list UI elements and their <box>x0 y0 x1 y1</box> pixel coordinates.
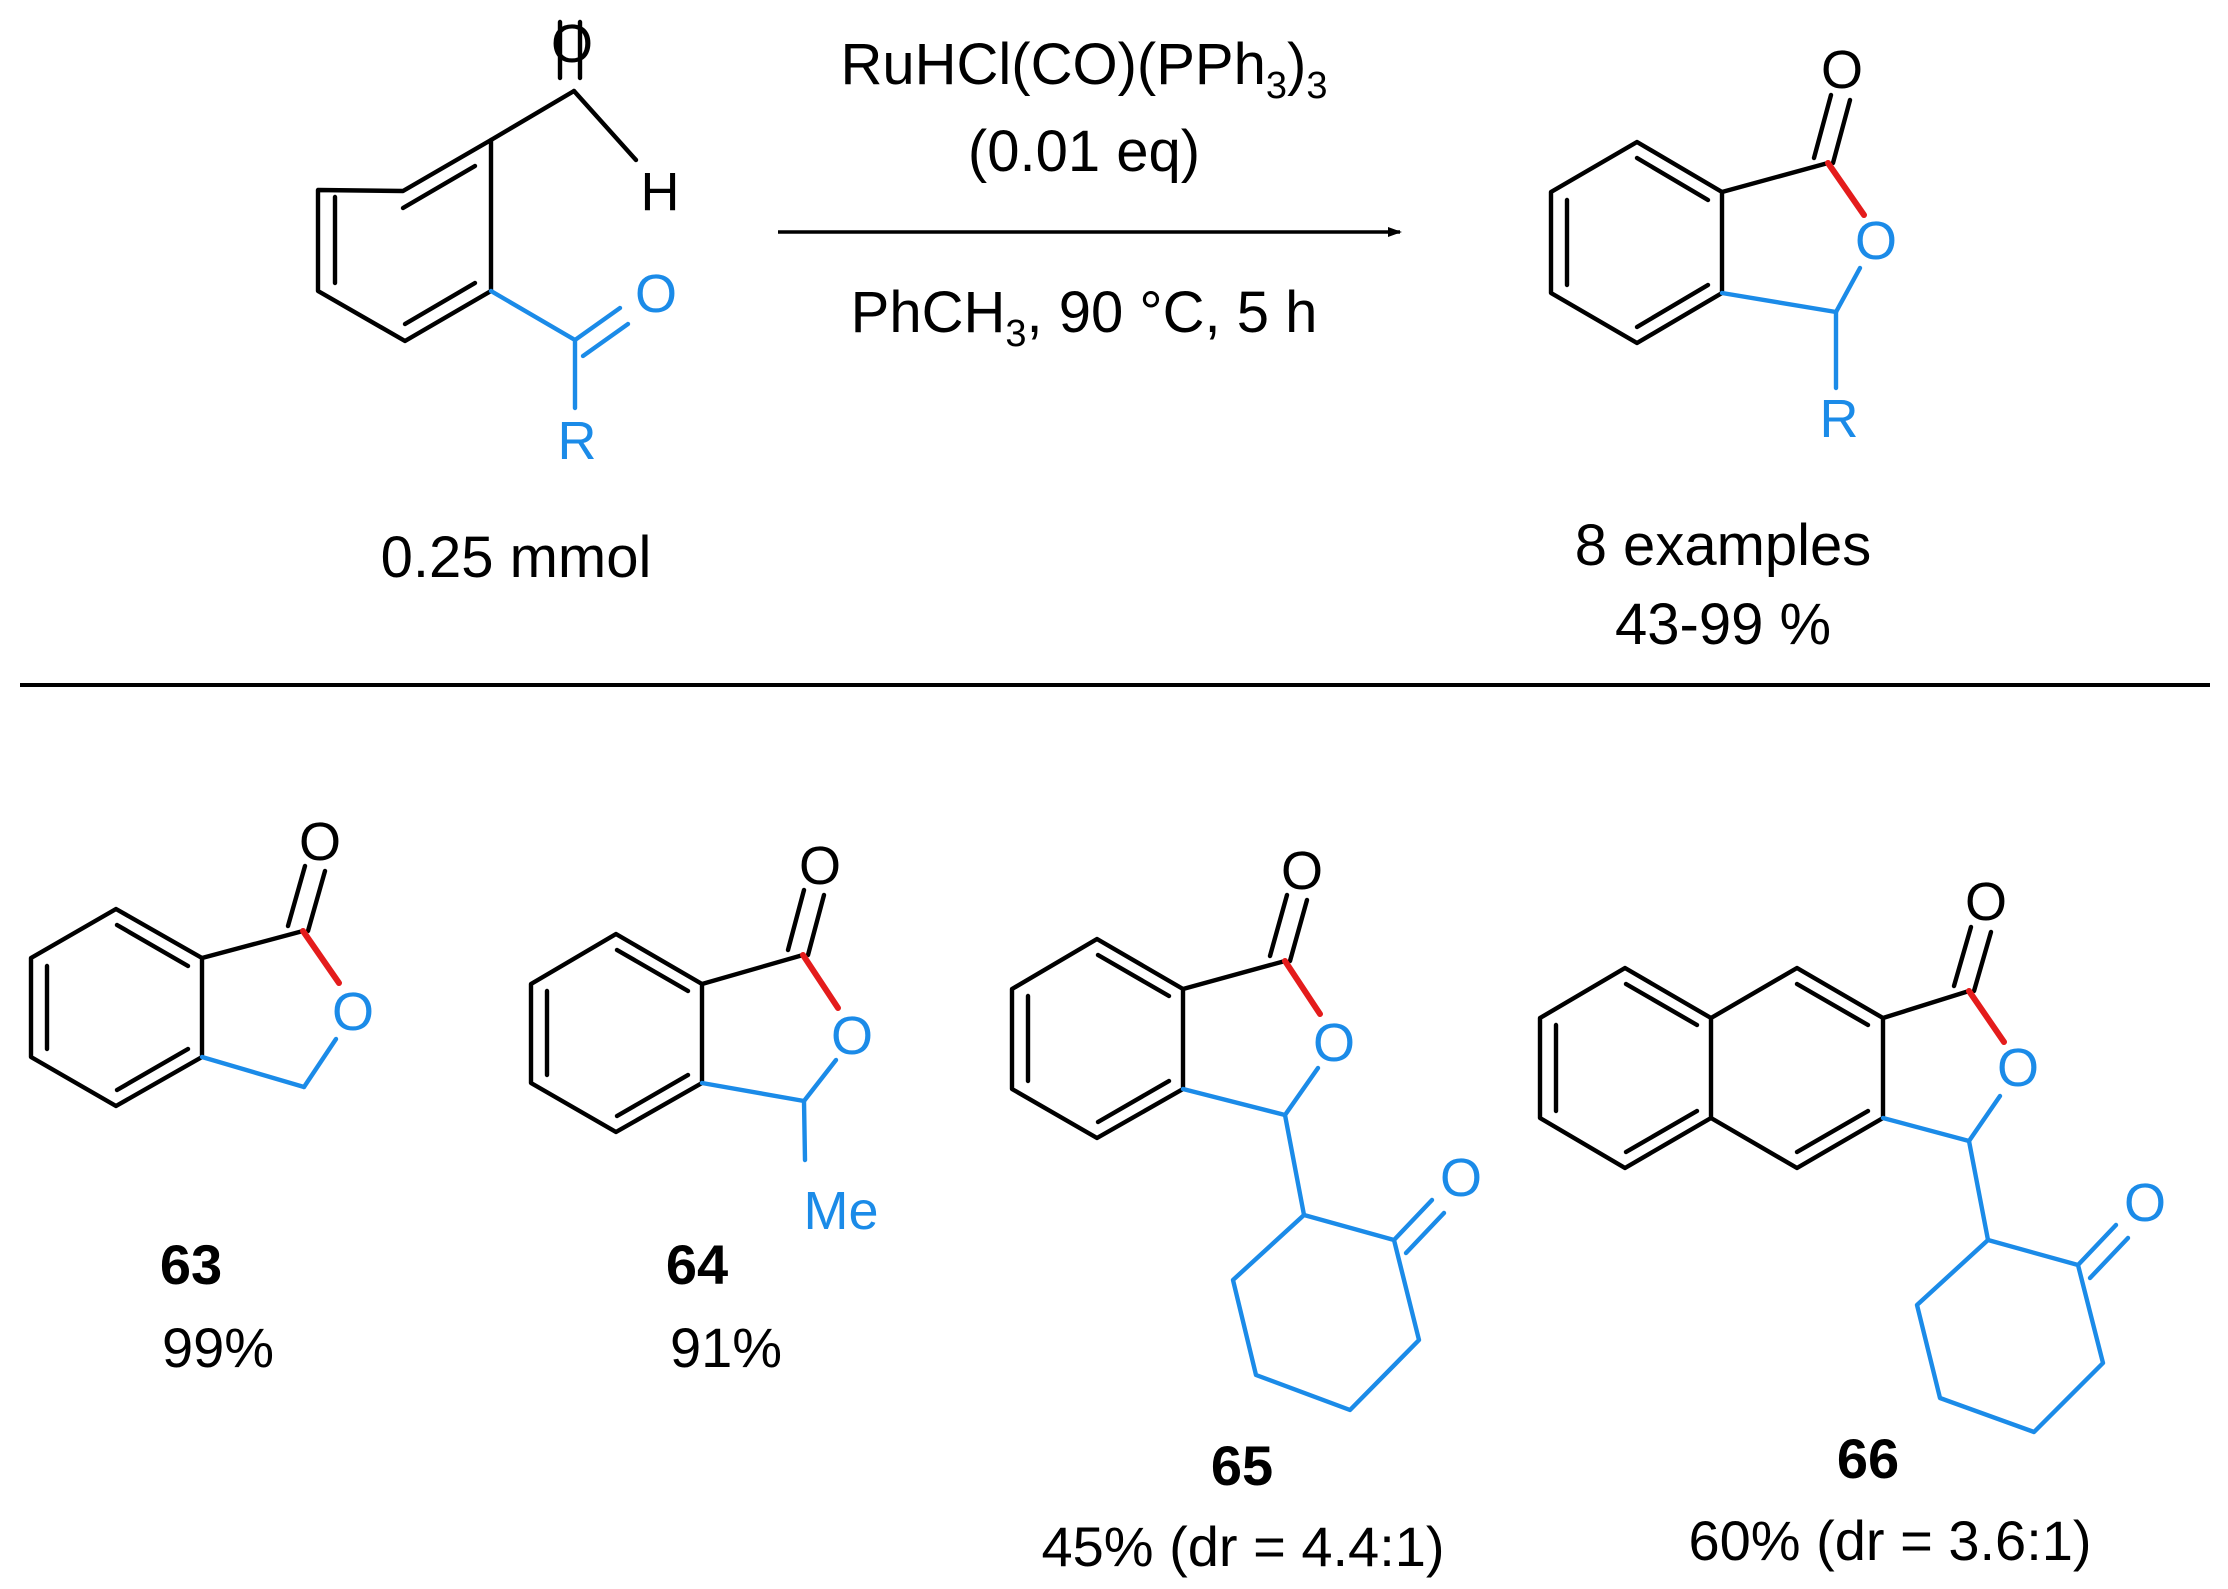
compound-64-methyl-label: Me <box>803 1181 878 1241</box>
compound-66-ring-oxygen: O <box>1997 1038 2039 1098</box>
compound-64-yield: 91% <box>670 1316 782 1379</box>
product-r-group-label: R <box>1820 389 1859 449</box>
product-ring-oxygen-label: O <box>1855 211 1897 271</box>
compound-65-carbonyl-oxygen: O <box>1281 841 1323 901</box>
catalyst-label-part: 3 <box>1306 65 1327 107</box>
compound-65-number: 65 <box>1211 1434 1273 1497</box>
product-carbonyl-oxygen-label: O <box>1821 40 1863 100</box>
compound-64-carbonyl-oxygen: O <box>799 836 841 896</box>
product-benzene-ring <box>1548 139 1725 346</box>
compound-63-ring-oxygen: O <box>332 982 374 1042</box>
conditions-label-part: , 90 °C, 5 h <box>1027 280 1318 345</box>
catalyst-loading-label: (0.01 eq) <box>968 119 1200 184</box>
compound-65-ring-oxygen: O <box>1313 1013 1355 1073</box>
catalyst-label-part: RuHCl(CO)(PPh <box>841 32 1266 97</box>
catalyst-label: RuHCl(CO)(PPh3)3 <box>841 32 1328 107</box>
compound-66-structure: O O O <box>1537 872 2166 1435</box>
aldehyde-oxygen-label: O <box>551 14 593 74</box>
compound-64-number: 64 <box>666 1233 728 1296</box>
compound-64-structure: O O Me <box>528 836 879 1241</box>
catalyst-label-part: 3 <box>1266 65 1287 107</box>
starting-material-structure: O H O R <box>315 14 680 471</box>
conditions-label-part: 3 <box>1005 313 1026 355</box>
compound-64-ring-oxygen: O <box>831 1006 873 1066</box>
compound-65-yield: 45% (dr = 4.4:1) <box>1041 1515 1444 1578</box>
product-structure: O O R <box>1548 40 1897 449</box>
compound-63-number: 63 <box>160 1233 222 1296</box>
conditions-label: PhCH3, 90 °C, 5 h <box>851 280 1318 355</box>
conditions-label-part: PhCH <box>851 280 1006 345</box>
ketone-oxygen-label: O <box>635 264 677 324</box>
compound-66-ketone-oxygen: O <box>2124 1173 2166 1233</box>
catalyst-label-part: ) <box>1287 32 1306 97</box>
compound-63-carbonyl-oxygen: O <box>299 812 341 872</box>
compound-63-structure: O O <box>28 812 374 1109</box>
compound-66-number: 66 <box>1837 1427 1899 1490</box>
ketone-group: O R <box>488 264 677 471</box>
aldehyde-hydrogen-label: H <box>641 162 680 222</box>
benzene-ring <box>315 137 494 344</box>
compound-63-yield: 99% <box>162 1316 274 1379</box>
compound-66-carbonyl-oxygen: O <box>1965 872 2007 932</box>
compound-65-structure: O O O <box>1009 841 1482 1413</box>
aldehyde-group: O H <box>488 14 680 222</box>
ketone-r-group-label: R <box>558 411 597 471</box>
compound-65-ketone-oxygen: O <box>1440 1148 1482 1208</box>
compound-66-yield: 60% (dr = 3.6:1) <box>1688 1509 2091 1572</box>
product-example-count: 8 examples <box>1575 513 1872 578</box>
starting-material-scale: 0.25 mmol <box>381 525 652 590</box>
product-yield-range: 43-99 % <box>1615 592 1831 657</box>
